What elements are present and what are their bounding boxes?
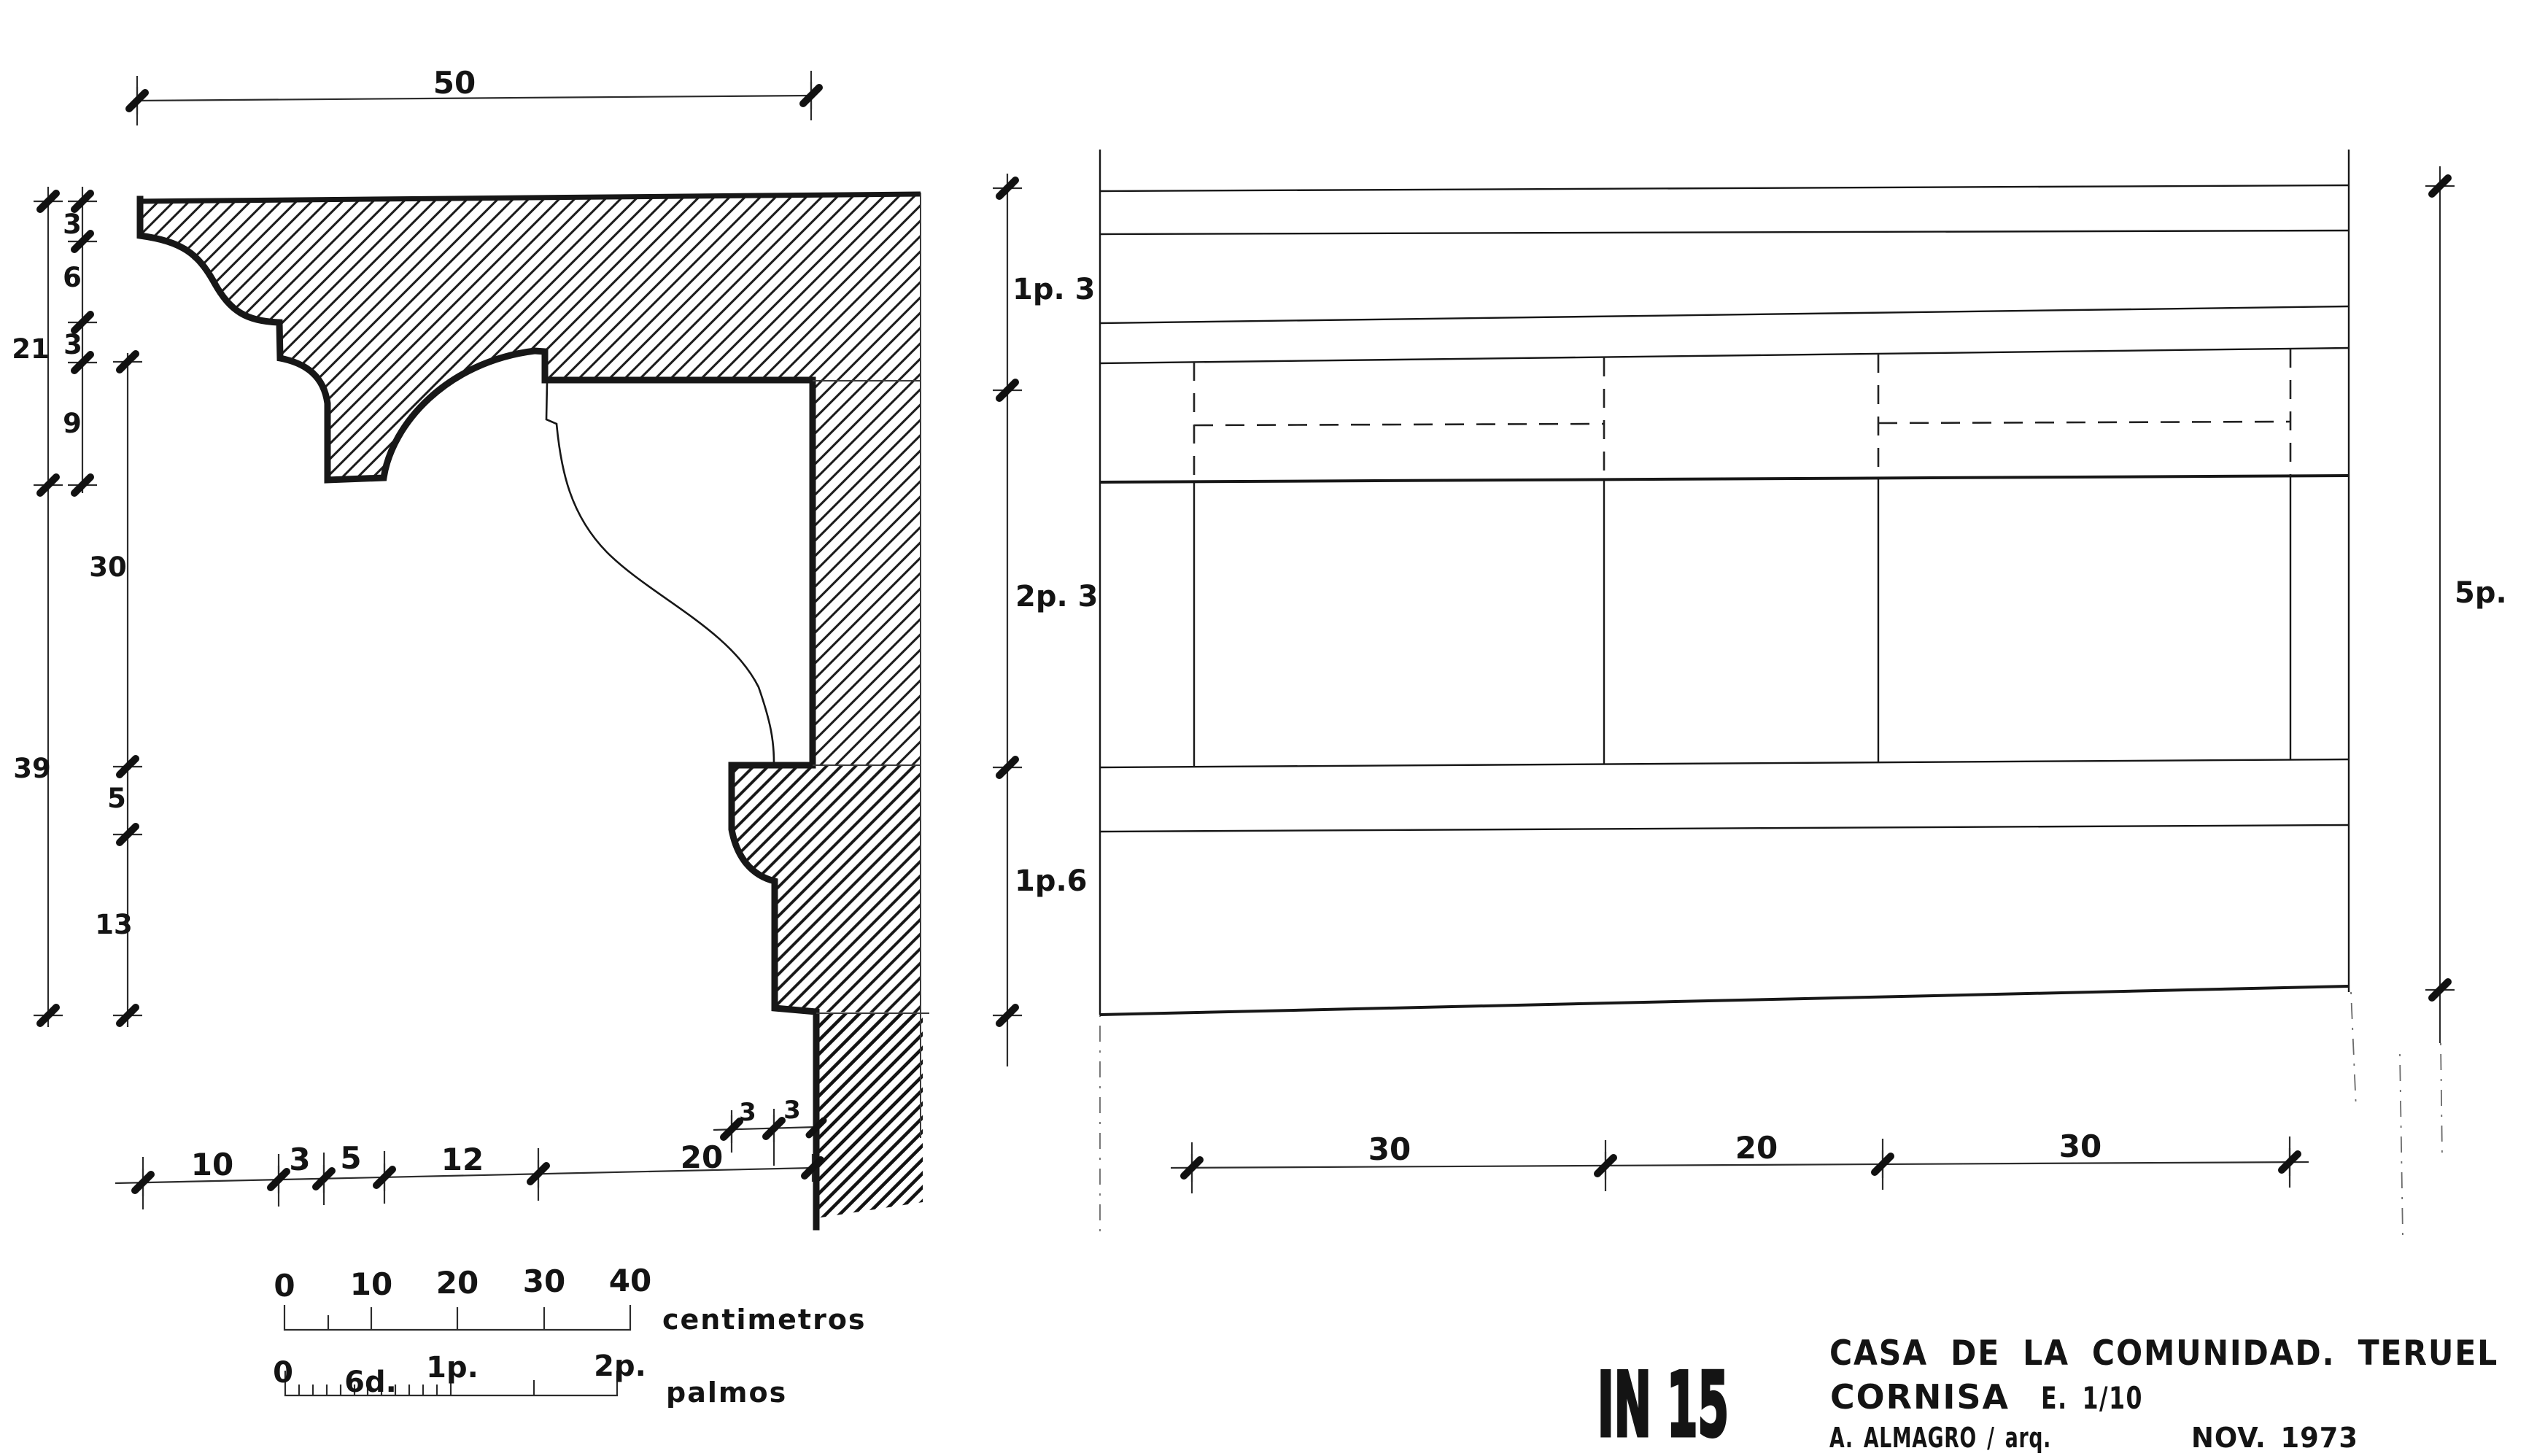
dim-col-mid: 30 5 13: [89, 353, 142, 1027]
dimension-line: [1170, 1161, 2309, 1169]
dim-label: 1p. 3: [1012, 273, 1095, 306]
title-block: IN 15 CASA DE LA COMUNIDAD. TERUEL CORNI…: [1596, 1333, 2498, 1456]
dim-label: 6: [63, 262, 82, 293]
dim-label: 39: [13, 753, 51, 784]
line: [805, 1117, 827, 1139]
modillion-hidden-edges: [1193, 349, 2292, 481]
dim-label: 3: [783, 1096, 801, 1125]
dim-label: 50: [433, 65, 476, 101]
dim-row-elevation-bottom: 30 20 30: [1170, 1128, 2309, 1193]
elevation-band-lines: [1099, 184, 2350, 1016]
dim-label: 20: [681, 1139, 723, 1175]
dim-label: 10: [191, 1147, 233, 1182]
palmos-tick-label: 6d.: [344, 1366, 397, 1399]
dim-label: 12: [441, 1142, 484, 1177]
graphic-scale-centimeters: 0 10 20 30 40 centimetros: [274, 1263, 867, 1336]
sheet-code: IN 15: [1597, 1354, 1729, 1456]
elevation-line: [1099, 474, 2350, 484]
section-profile-outline: [136, 195, 820, 1231]
dim-col-elevation-right: 5p.: [2425, 166, 2507, 1043]
dimension-line: [115, 1166, 815, 1185]
elevation-right-border-ext: [2350, 991, 2357, 1110]
drawing-subject: CORNISA: [1830, 1377, 2010, 1417]
hidden-edge-line: [1878, 420, 2291, 425]
cm-tick-label: 40: [609, 1263, 651, 1298]
section-hatch-wall-below: [816, 1014, 923, 1218]
cm-tick-label: 10: [350, 1266, 392, 1302]
dim-label: 13: [95, 909, 133, 940]
section-hatch-main: [138, 193, 921, 765]
graphic-scale-palmos: 0 6d. 1p. 2p. palmos: [273, 1349, 787, 1409]
elevation-line: [1099, 305, 2350, 325]
cm-tick-label: 0: [274, 1268, 295, 1304]
section-hatch-moulding: [732, 765, 921, 1012]
construction-line-right-2: [2440, 1042, 2443, 1157]
dim-label: 2p. 3: [1015, 580, 1098, 613]
palmos-tick-label: 1p.: [426, 1351, 479, 1385]
drawing-scale: E. 1/10: [2041, 1380, 2143, 1416]
dim-label: 1p.6: [1015, 864, 1088, 898]
elevation-line: [1099, 824, 2350, 833]
elevation-line: [1099, 346, 2350, 365]
cm-tick-label: 20: [436, 1265, 479, 1301]
dim-label: 3: [63, 209, 82, 240]
cm-bar-caption: centimetros: [662, 1304, 867, 1336]
elevation-line: [1099, 184, 2350, 193]
dim-label: 3: [63, 329, 82, 360]
author: A. ALMAGRO / arq.: [1829, 1422, 2051, 1454]
project-title: CASA DE LA COMUNIDAD. TERUEL: [1829, 1333, 2498, 1374]
dim-col-elevation-left: 1p. 3 2p. 3 1p.6: [993, 174, 1098, 1066]
date: NOV. 1973: [2191, 1422, 2358, 1454]
dim-label: 5: [340, 1140, 361, 1176]
dim-row-step: 3 3: [713, 1096, 827, 1166]
elevation-line: [1099, 985, 2350, 1016]
elevation-line: [1099, 229, 2350, 236]
dim-col-inner: 3 6 3 9: [63, 187, 97, 493]
cornice-section-view: 50 21 39 3 6 3 9: [12, 65, 929, 1231]
dim-label: 20: [1735, 1130, 1778, 1166]
dim-label: 21: [12, 333, 50, 365]
dim-row-bottom: 10 3 5 12 20: [115, 1139, 821, 1209]
dim-label: 9: [63, 408, 82, 439]
dim-label: 30: [1368, 1131, 1411, 1167]
palmos-minor-ticks: [298, 1382, 438, 1395]
cornice-elevation-view: 1p. 3 2p. 3 1p.6 5p. 30 20 30: [993, 150, 2507, 1237]
dim-label: 3: [289, 1142, 310, 1177]
cm-tick-label: 30: [523, 1263, 565, 1299]
palmos-tick-label: 2p.: [594, 1349, 646, 1383]
dim-label: 5: [107, 783, 126, 814]
palmos-tick-label: 0: [273, 1356, 293, 1390]
dim-label: 3: [739, 1098, 756, 1127]
dim-label: 30: [2059, 1128, 2102, 1164]
dim-col-outer: 21 39: [12, 187, 63, 1027]
dimension-line: [136, 94, 812, 102]
modillion-edges: [1193, 476, 2292, 767]
dim-label: 30: [89, 551, 127, 583]
elevation-line: [1099, 758, 2350, 769]
hidden-edge-line: [1193, 422, 1605, 427]
dim-top-50: 50: [129, 65, 819, 125]
bracket-profile-curve: [545, 382, 775, 764]
dim-label: 5p.: [2455, 576, 2507, 610]
section-top-edge: [136, 191, 921, 204]
palmos-bar-caption: palmos: [666, 1376, 787, 1409]
construction-line-right-1: [2399, 1053, 2403, 1237]
